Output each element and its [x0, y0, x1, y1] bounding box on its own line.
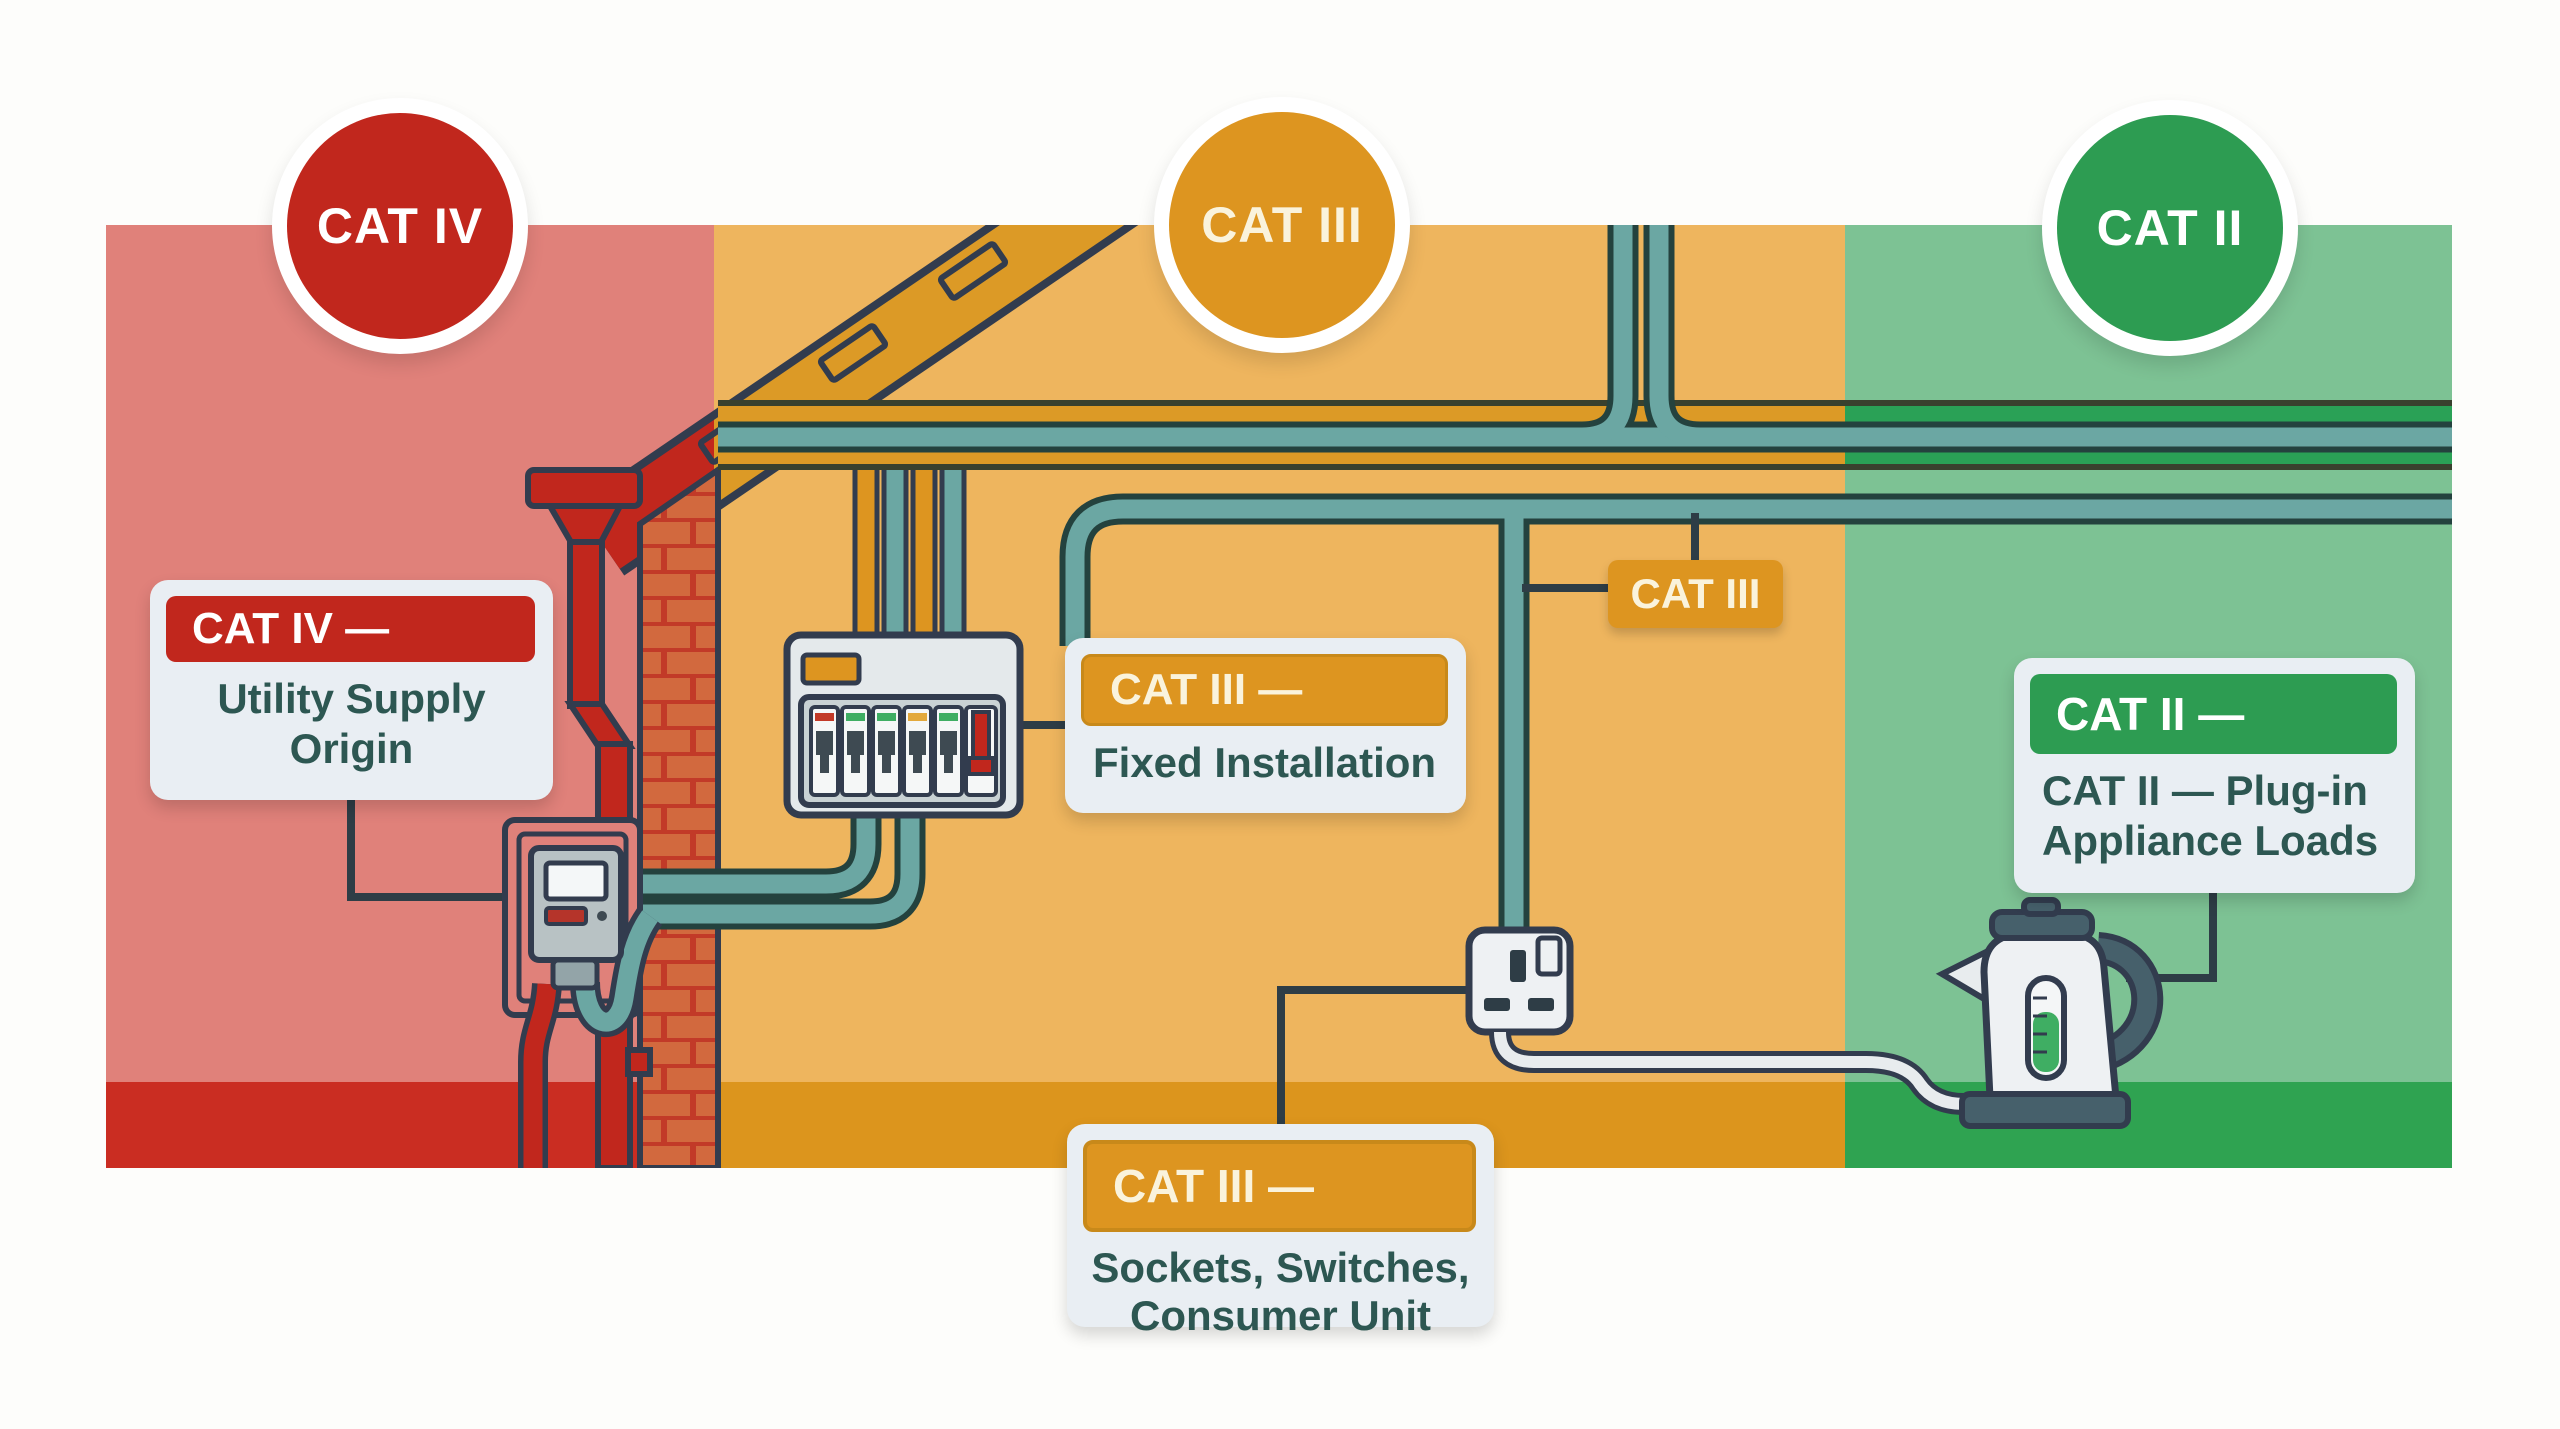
cat3-card-body: Fixed Installation	[1065, 738, 1466, 788]
cat2-card-line1: CAT II — Plug-in	[2042, 767, 2368, 814]
cat4-card-body: Utility Supply Origin	[150, 674, 553, 774]
wall-socket	[1465, 926, 1574, 1036]
cat3-wire-tag: CAT III	[1608, 560, 1783, 628]
cat4-callout-card: CAT IV — Utility Supply Origin	[150, 580, 553, 800]
cat3-badge-label: CAT III	[1169, 112, 1395, 338]
roof-shingle-steps-red	[697, 405, 714, 465]
cat3-card-header: CAT III —	[1081, 654, 1448, 726]
cat2-badge: CAT II	[2042, 100, 2298, 356]
cat4-card-line1: Utility Supply	[217, 675, 486, 722]
mains-wiring	[640, 225, 2452, 935]
cat2-badge-label: CAT II	[2057, 115, 2283, 341]
cat2-card-line2: Appliance Loads	[2042, 817, 2379, 864]
kettle	[1935, 897, 2164, 1129]
cat2-card-body: CAT II — Plug-in Appliance Loads	[2014, 766, 2415, 866]
cat4-card-header: CAT IV —	[166, 596, 535, 662]
cat4-card-line2: Origin	[289, 725, 414, 772]
cat3-callout-card: CAT III — Fixed Installation	[1065, 638, 1466, 813]
cat3-badge: CAT III	[1154, 97, 1410, 353]
cat3-sockets-card-line2: Consumer Unit	[1129, 1292, 1431, 1339]
wiring-cores	[640, 225, 2452, 935]
cat4-badge-label: CAT IV	[287, 113, 513, 339]
cat2-callout-card: CAT II — CAT II — Plug-in Appliance Load…	[2014, 658, 2415, 893]
circuit-breakers	[809, 705, 998, 797]
cat3-sockets-card-body: Sockets, Switches, Consumer Unit	[1067, 1244, 1494, 1340]
cat3-card-line1: Fixed Installation	[1093, 739, 1437, 786]
cat4-badge: CAT IV	[272, 98, 528, 354]
cat3-sockets-card-header: CAT III —	[1083, 1140, 1476, 1232]
cat2-card-header: CAT II —	[2030, 674, 2397, 754]
cat3-sockets-card-line1: Sockets, Switches,	[1091, 1244, 1470, 1291]
electric-meter	[502, 817, 663, 1168]
consumer-unit	[783, 631, 1024, 819]
power-cord	[1489, 1031, 2000, 1115]
cat3-sockets-callout-card: CAT III — Sockets, Switches, Consumer Un…	[1067, 1124, 1494, 1339]
